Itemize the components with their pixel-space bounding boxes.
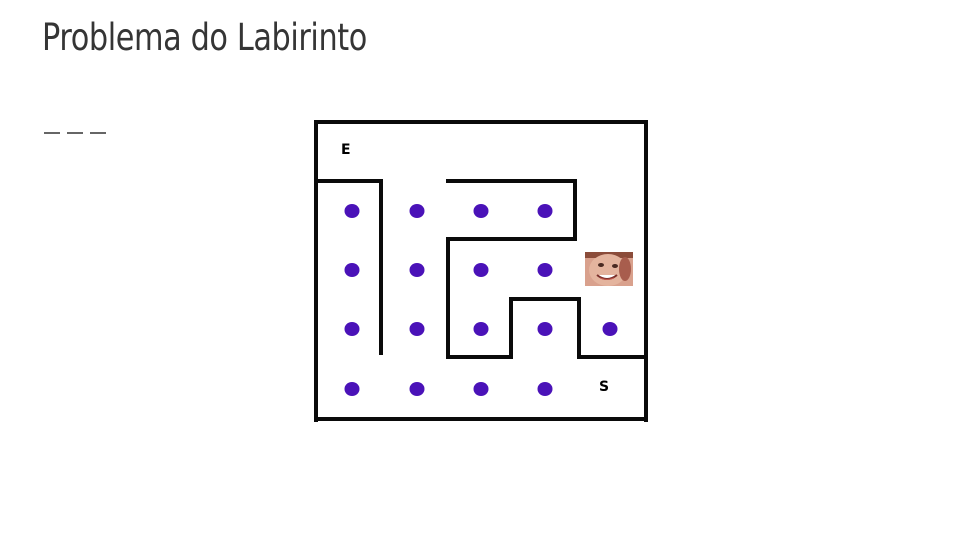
title-divider [44, 132, 106, 134]
maze-dot [473, 322, 489, 336]
face-sticker-icon [585, 252, 633, 286]
maze-dot [537, 204, 553, 218]
maze-entry-label: E [341, 142, 351, 158]
maze-dot [344, 382, 360, 396]
maze-dot [409, 322, 425, 336]
maze-dot [602, 322, 618, 336]
maze-dot [344, 322, 360, 336]
maze-dot [473, 382, 489, 396]
maze-dot [409, 263, 425, 277]
maze-walls [314, 120, 648, 422]
maze-dot [537, 263, 553, 277]
maze-dot [344, 263, 360, 277]
maze-dot [537, 382, 553, 396]
maze-dot [409, 204, 425, 218]
maze-dot [409, 382, 425, 396]
maze-dot [473, 263, 489, 277]
maze-dot [473, 204, 489, 218]
maze-dot [537, 322, 553, 336]
maze-exit-label: S [599, 379, 609, 395]
maze-dot [344, 204, 360, 218]
maze-dots [344, 204, 618, 396]
slide-title: Problema do Labirinto [42, 16, 367, 59]
